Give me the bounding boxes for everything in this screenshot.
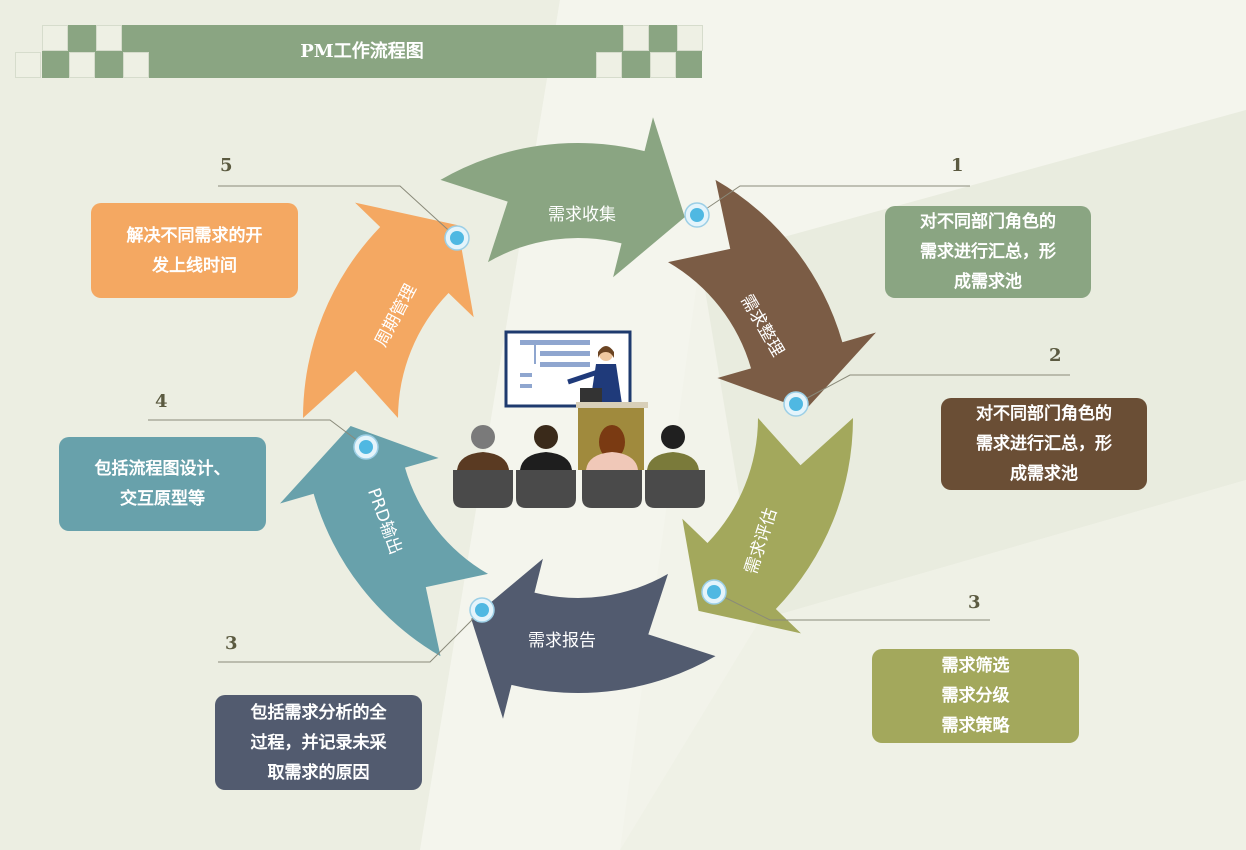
connector-dot-core — [690, 208, 704, 222]
connector-dot-core — [475, 603, 489, 617]
arrow-evaluation — [682, 418, 853, 634]
callout-box-3: 需求筛选需求分级需求策略 — [872, 649, 1079, 743]
leader-line-2 — [795, 374, 1070, 405]
step-number-1: 1 — [951, 155, 964, 176]
step-number-2: 2 — [1049, 345, 1062, 366]
callout-box-2: 对不同部门角色的需求进行汇总，形成需求池 — [941, 398, 1147, 490]
step-number-4: 4 — [155, 391, 168, 412]
checker-square — [96, 25, 122, 51]
checker-square — [42, 25, 68, 51]
segment-label-requirement-collection: 需求收集 — [548, 205, 616, 225]
arrow-report — [471, 558, 716, 719]
leader-line-5 — [218, 185, 458, 239]
callout-box-report: 包括需求分析的全过程，并记录未采取需求的原因 — [215, 695, 422, 790]
presentation-illustration — [453, 330, 705, 508]
callout-box-1: 对不同部门角色的需求进行汇总，形成需求池 — [885, 206, 1091, 298]
connector-dot-core — [707, 585, 721, 599]
checker-square — [623, 25, 649, 51]
leader-line-report — [218, 609, 483, 663]
segment-label-requirement-report: 需求报告 — [528, 631, 596, 651]
arrow-cycle-management — [303, 202, 474, 418]
connector-dot-core — [450, 231, 464, 245]
title-banner: PM工作流程图 — [42, 25, 702, 78]
step-number-3b: 3 — [225, 633, 238, 654]
connector-dot-core — [359, 440, 373, 454]
leader-line-1 — [696, 185, 970, 216]
checker-square — [69, 52, 95, 78]
checker-square — [123, 52, 149, 78]
callout-box-5: 解决不同需求的开发上线时间 — [91, 203, 298, 298]
page-title: PM工作流程图 — [300, 41, 424, 62]
checker-square — [677, 25, 703, 51]
arrow-collection — [440, 117, 685, 278]
callout-box-4: 包括流程图设计、交互原型等 — [59, 437, 266, 531]
audience — [453, 425, 705, 508]
checker-square — [15, 52, 41, 78]
step-number-3: 3 — [968, 592, 981, 613]
step-number-5: 5 — [220, 155, 233, 176]
arrow-prd-output — [280, 425, 488, 657]
connector-dot-core — [789, 397, 803, 411]
checker-square — [650, 52, 676, 78]
leader-line-4 — [148, 419, 367, 448]
arrow-organizing — [668, 179, 876, 411]
checker-square — [596, 52, 622, 78]
leader-line-3 — [713, 591, 990, 621]
